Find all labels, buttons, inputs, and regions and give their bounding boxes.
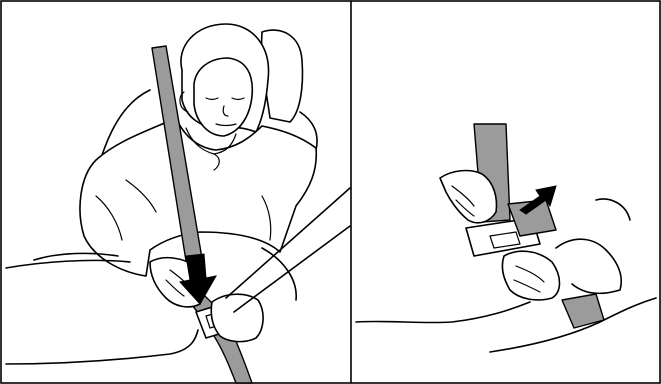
lower-hand-icon [502,251,559,300]
right-hand-icon [211,294,263,341]
sleeve-icon [556,239,621,293]
cuff-icon [596,199,630,220]
right-panel-buckle-illustration [356,124,656,352]
right-arm-icon [262,248,296,300]
left-panel-person-illustration [6,24,350,383]
upper-hand-icon [440,171,496,223]
lap-lines-closeup [356,298,656,352]
